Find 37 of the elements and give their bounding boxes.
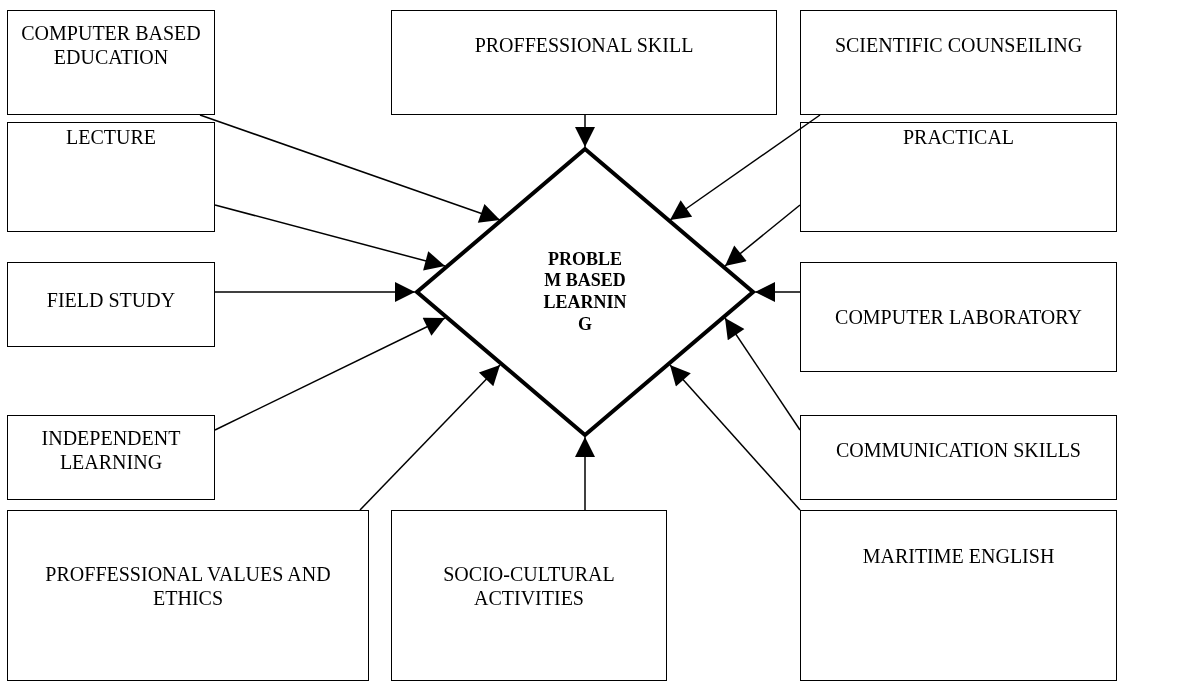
process-box: [7, 415, 215, 500]
process-box: [800, 10, 1117, 115]
node-label: PROFFESSIONAL SKILL: [473, 32, 695, 57]
node-label: MARITIME ENGLISH: [861, 543, 1056, 568]
process-box: [391, 10, 777, 115]
process-box: [7, 510, 369, 681]
node-label: PROFFESSIONAL VALUES AND ETHICS: [44, 561, 332, 610]
node-label: FIELD STUDY: [45, 287, 177, 312]
node-label: SCIENTIFIC COUNSEILING: [833, 32, 1084, 57]
process-box: [7, 10, 215, 115]
node-label: PROBLEM BASED LEARNING: [542, 248, 628, 336]
arrow: [724, 204, 801, 267]
node-label: INDEPENDENT LEARNING: [40, 425, 182, 474]
arrow: [575, 114, 595, 148]
arrow: [575, 436, 595, 511]
node-label: COMMUNICATION SKILLS: [835, 437, 1082, 462]
arrow: [669, 364, 801, 511]
node-label: COMPUTER BASED EDUCATION: [20, 20, 202, 69]
arrow: [214, 204, 446, 271]
process-box: [391, 510, 667, 681]
node-label: COMPUTER LABORATORY: [834, 305, 1083, 329]
node-label: SOCIO-CULTURAL ACTIVITIES: [442, 561, 616, 610]
arrow: [724, 317, 801, 431]
process-box: [800, 262, 1117, 372]
node-label: PRACTICAL: [901, 125, 1016, 149]
arrow: [754, 282, 801, 302]
arrow: [359, 364, 501, 511]
arrow: [214, 282, 416, 302]
node-label: LECTURE: [65, 125, 157, 149]
process-box: [800, 415, 1117, 500]
arrow: [199, 114, 501, 223]
process-box: [7, 122, 215, 232]
process-box: [800, 122, 1117, 232]
process-box: [800, 510, 1117, 681]
arrow: [214, 317, 446, 431]
process-box: [7, 262, 215, 347]
arrow: [669, 114, 821, 221]
